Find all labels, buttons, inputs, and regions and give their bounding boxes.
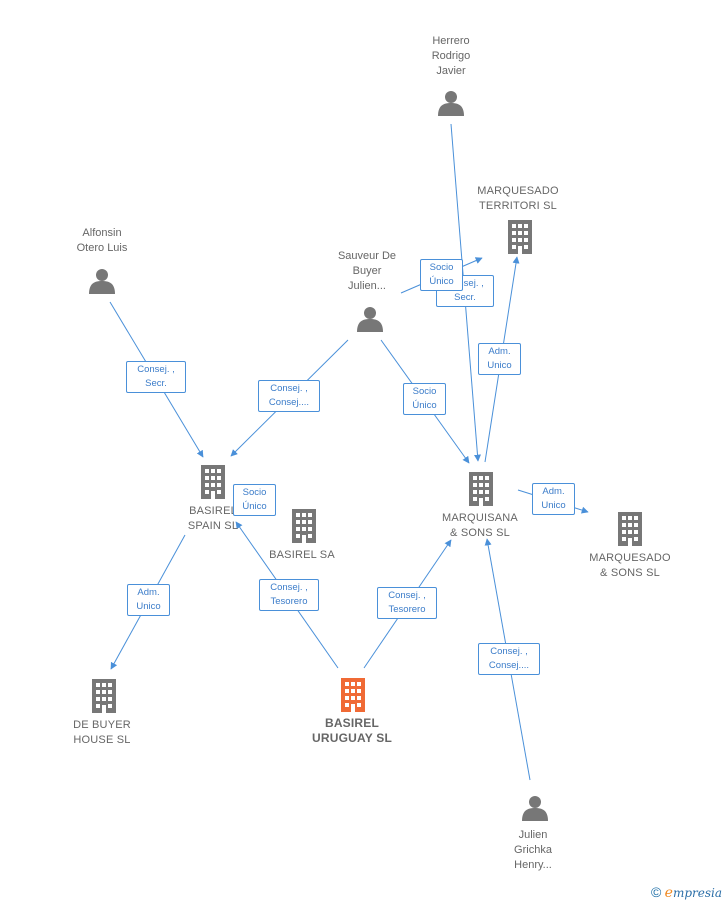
brand-name: mpresia: [672, 886, 723, 900]
building-icon-basirel-spain[interactable]: [201, 465, 225, 499]
node-label-marquesado-territori[interactable]: MARQUESADO TERRITORI SL: [477, 185, 559, 212]
node-label-marquisana[interactable]: MARQUISANA & SONS SL: [442, 512, 518, 539]
edge-label-uruguay-spain-socio: Socio Único: [233, 484, 276, 516]
edge-label-julien-marquisana: Consej. , Consej....: [478, 643, 540, 675]
building-icon-basirel-uruguay[interactable]: [341, 678, 365, 712]
brand-logo: © empresia: [651, 884, 722, 901]
node-label-basirel-spain[interactable]: BASIREL SPAIN SL: [187, 505, 239, 532]
person-icon-alfonsin[interactable]: [89, 269, 115, 294]
building-icon-marquesado-sons[interactable]: [618, 512, 642, 546]
edge-label-sauveur-spain: Consej. , Consej....: [258, 380, 320, 412]
person-icon-julien[interactable]: [522, 796, 548, 821]
edge-label-uruguay-spain-tesorero: Consej. , Tesorero: [259, 579, 319, 611]
building-icon-marquesado-territori[interactable]: [508, 220, 532, 254]
node-label-sauveur[interactable]: Sauveur De Buyer Julien...: [337, 250, 397, 292]
edge-label-uruguay-marquisana: Consej. , Tesorero: [377, 587, 437, 619]
person-icon-herrero[interactable]: [438, 91, 464, 116]
node-label-julien[interactable]: Julien Grichka Henry...: [514, 829, 552, 871]
person-icon-sauveur[interactable]: [357, 307, 383, 332]
node-label-basirel-sa[interactable]: BASIREL SA: [269, 549, 335, 561]
building-icon-de-buyer-house[interactable]: [92, 679, 116, 713]
edge-label-marquisana-territori: Adm. Unico: [478, 343, 521, 375]
brand-initial: e: [664, 885, 673, 901]
edge-label-sauveur-marquisana: Socio Único: [403, 383, 446, 415]
edge-label-marquisana-sons: Adm. Unico: [532, 483, 575, 515]
node-label-marquesado-sons[interactable]: MARQUESADO & SONS SL: [589, 552, 671, 579]
node-label-herrero[interactable]: Herrero Rodrigo Javier: [431, 35, 471, 77]
copyright-icon: ©: [651, 884, 662, 900]
node-label-basirel-uruguay[interactable]: BASIREL URUGUAY SL: [311, 716, 393, 745]
edge-label-sauveur-territori: Socio Único: [420, 259, 463, 291]
node-label-alfonsin[interactable]: Alfonsin Otero Luis: [76, 227, 128, 254]
building-icon-basirel-sa[interactable]: [292, 509, 316, 543]
edge-label-alfonsin-spain: Consej. , Secr.: [126, 361, 186, 393]
edge-label-spain-debuyer: Adm. Unico: [127, 584, 170, 616]
building-icon-marquisana[interactable]: [469, 472, 493, 506]
node-label-de-buyer-house[interactable]: DE BUYER HOUSE SL: [73, 719, 131, 746]
